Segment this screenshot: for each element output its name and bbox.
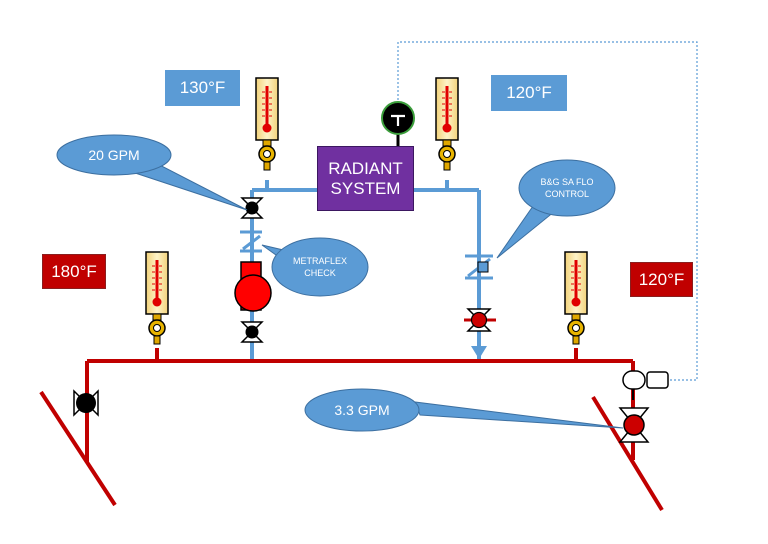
flow-arrow-icon [471, 346, 487, 359]
control-wire [397, 41, 698, 381]
callout-bg-sa-flo-text: B&G SA FLO CONTROL [540, 177, 594, 199]
ball-valve-icon [73, 390, 99, 416]
check-valve-icon [240, 230, 262, 253]
callout-3-3-gpm [304, 388, 624, 432]
gauge-icon [381, 101, 415, 150]
actuator-icon [622, 370, 669, 400]
circulator-pump-icon [234, 261, 272, 312]
callout-20-gpm-text: 20 GPM [88, 147, 140, 163]
ball-valve-icon [241, 197, 263, 219]
temp-label-return-loop: 120°F [491, 75, 567, 111]
thermometer-icon [254, 76, 280, 172]
callout-metraflex [261, 237, 369, 297]
thermometer-icon [434, 76, 460, 172]
radiant-system-line1: RADIANT [328, 158, 403, 178]
ball-valve-icon [464, 308, 496, 332]
temp-label-primary-return: 120°F [630, 262, 693, 297]
callout-metraflex-text: METRAFLEX CHECK [292, 256, 347, 278]
temp-label-supply-loop: 130°F [165, 70, 240, 106]
mixing-valve-icon [618, 407, 650, 443]
callout-bg-sa-flo [496, 159, 616, 259]
ball-valve-icon [241, 321, 263, 343]
thermometer-icon [144, 250, 170, 346]
temp-label-primary-supply: 180°F [42, 254, 106, 289]
callout-3-3-gpm-text: 3.3 GPM [334, 402, 390, 418]
callout-20-gpm [56, 134, 248, 211]
thermometer-icon [563, 250, 589, 346]
radiant-system-line2: SYSTEM [330, 178, 401, 198]
radiant-system-box: RADIANT SYSTEM [317, 146, 414, 211]
flow-control-valve-icon [465, 254, 493, 280]
